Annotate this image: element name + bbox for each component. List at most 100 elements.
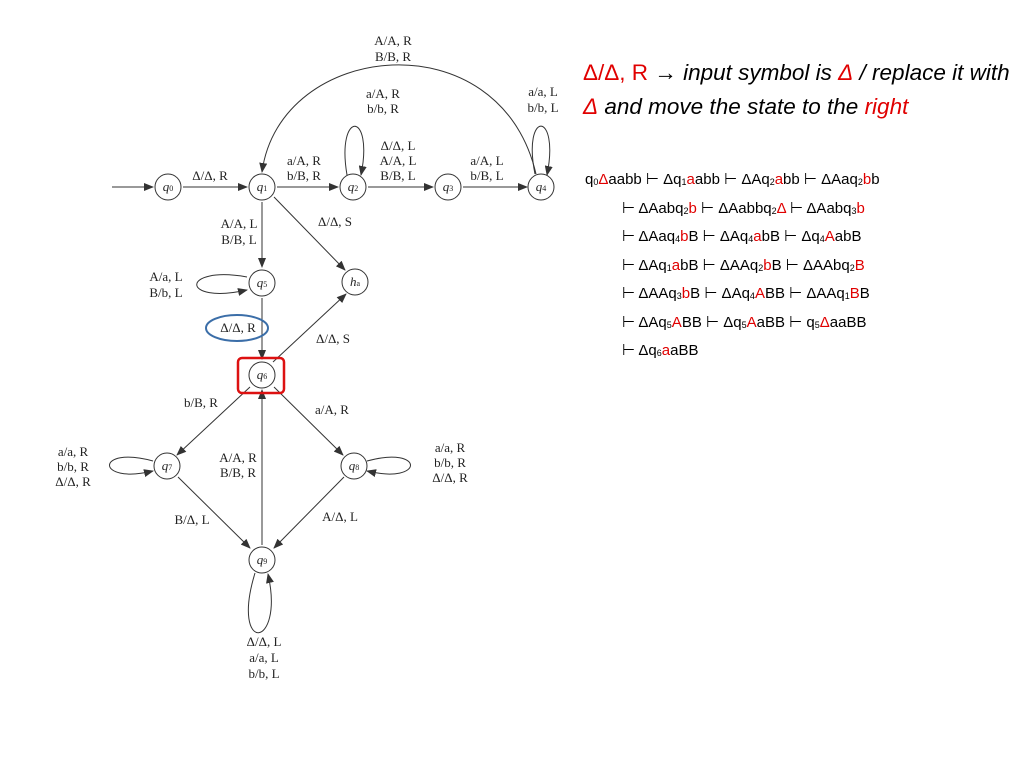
loop-q5	[196, 274, 248, 296]
label-q4-q1-2: B/B, R	[375, 49, 411, 64]
loop-q9	[247, 572, 274, 634]
state-subscript: 4	[748, 234, 754, 244]
head-symbol: b	[680, 228, 689, 245]
legend-explanation: Δ/Δ, R → input symbol is Δ / replace it …	[583, 56, 1013, 124]
highlight-ellipse	[205, 314, 269, 342]
head-symbol: a	[661, 342, 671, 359]
edge-q4-q1	[259, 64, 537, 175]
state-q4: q4	[527, 173, 555, 201]
svg-text:q7: q7	[162, 458, 173, 473]
label-q9-q6-2: B/B, R	[220, 465, 256, 480]
head-symbol: a	[686, 171, 695, 188]
trace-line: ⊢ Δq6aaBB	[585, 337, 880, 366]
label-q7-q9: B/Δ, L	[174, 512, 209, 527]
label-q5-self-1: A/a, L	[149, 269, 182, 284]
tape-text: ⊢ ΔAq	[622, 313, 667, 331]
tape-text: B	[859, 285, 870, 302]
head-symbol: a	[671, 256, 681, 274]
head-symbol: Δ	[819, 313, 830, 331]
state-subscript: 5	[666, 319, 672, 330]
label-q5-self-2: B/b, L	[149, 285, 182, 300]
turing-machine-diagram: q0 q1 q2 q3 q4 q5 ha q6 q7 q8 q9 Δ/Δ, R	[55, 33, 558, 681]
tape-text: q	[585, 171, 594, 188]
head-symbol: Δ	[776, 199, 786, 217]
trace-line: ⊢ ΔAq1abB ⊢ ΔAAq2bB ⊢ ΔAAbq2B	[585, 252, 880, 281]
svg-text:q3: q3	[443, 179, 454, 194]
edge-q6-ha	[272, 293, 347, 363]
label-q5-q6: Δ/Δ, R	[220, 320, 256, 335]
tape-text: B ⊢ ΔAq	[690, 285, 750, 302]
head-symbol: A	[824, 228, 835, 245]
legend-delta-1: Δ	[838, 60, 854, 85]
label-q8-self-3: Δ/Δ, R	[432, 470, 468, 485]
label-q7-self-2: b/b, R	[57, 459, 89, 474]
tape-text: ⊢ ΔAabq	[785, 199, 852, 217]
edge-q8-q9	[273, 476, 345, 549]
tape-text: b	[871, 171, 880, 188]
edge-q1-ha	[273, 196, 346, 271]
tape-text: bB ⊢ Δq	[761, 228, 820, 245]
head-symbol: B	[854, 256, 865, 274]
head-symbol: B	[849, 285, 860, 302]
label-q4-q1-1: A/A, R	[374, 33, 412, 48]
label-q1-q5-2: B/B, L	[221, 232, 256, 247]
computation-trace: q0Δaabb ⊢ Δq1aabb ⊢ ΔAq2abb ⊢ ΔAaq2bb⊢ Δ…	[585, 166, 880, 366]
tape-text: ⊢ ΔAq	[622, 256, 667, 274]
state-q7: q7	[153, 452, 181, 480]
tape-text: aBB	[670, 342, 699, 359]
tape-text: abB	[834, 228, 862, 245]
loop-q2	[344, 125, 367, 176]
state-q3: q3	[434, 173, 462, 201]
tape-text: B ⊢ ΔAq	[688, 228, 749, 245]
head-symbol: b	[681, 285, 691, 302]
trace-line: q0Δaabb ⊢ Δq1aabb ⊢ ΔAq2abb ⊢ ΔAaq2bb	[585, 166, 880, 195]
head-symbol: Δ	[598, 171, 609, 188]
svg-text:q2: q2	[348, 179, 359, 194]
label-q1-q5-1: A/A, L	[221, 216, 258, 231]
label-q2-q3-2: A/A, L	[380, 153, 417, 168]
label-q7-self-1: a/a, R	[58, 444, 89, 459]
svg-text:q9: q9	[257, 552, 268, 567]
svg-text:q0: q0	[163, 179, 174, 194]
state-subscript: 2	[857, 177, 863, 187]
state-subscript: 2	[849, 262, 855, 273]
label-q8-self-1: a/a, R	[435, 440, 466, 455]
svg-text:q8: q8	[349, 458, 360, 473]
label-q8-self-2: b/b, R	[434, 455, 466, 470]
svg-text:q6: q6	[257, 367, 268, 382]
state-subscript: 1	[844, 291, 850, 301]
label-q3-q4-2: b/B, L	[470, 168, 503, 183]
label-q2-self-1: a/A, R	[366, 86, 400, 101]
label-q0-q1: Δ/Δ, R	[192, 168, 228, 183]
state-subscript: 6	[656, 348, 662, 358]
legend-delta-2: Δ	[583, 94, 599, 119]
head-symbol: a	[774, 171, 784, 188]
label-q2-q3-1: Δ/Δ, L	[381, 138, 416, 153]
legend-direction: right	[864, 94, 909, 119]
label-q9-self-1: Δ/Δ, L	[247, 634, 282, 649]
state-q9: q9	[248, 546, 276, 574]
trace-line: ⊢ ΔAaq4bB ⊢ ΔAq4abB ⊢ Δq4AabB	[585, 223, 880, 252]
state-subscript: 0	[593, 177, 599, 187]
label-q8-q9: A/Δ, L	[322, 509, 358, 524]
label-q6-q8: a/A, R	[315, 402, 349, 417]
edge-q6-q8	[273, 386, 344, 456]
legend-text-2: / replace it with	[859, 60, 1010, 85]
state-subscript: 2	[769, 177, 775, 187]
state-subscript: 2	[758, 262, 764, 273]
label-q9-self-2: a/a, L	[249, 650, 279, 665]
svg-text:q1: q1	[257, 179, 268, 194]
head-symbol: A	[746, 313, 757, 331]
svg-text:q5: q5	[257, 275, 268, 290]
label-q6-ha: Δ/Δ, S	[316, 331, 350, 346]
label-q1-q2-2: b/B, R	[287, 168, 321, 183]
legend-text-3: and move the state to the	[604, 94, 859, 119]
tape-text: aBB ⊢ q	[756, 313, 815, 331]
head-symbol: A	[671, 313, 682, 331]
label-q1-ha: Δ/Δ, S	[318, 214, 352, 229]
loop-q4	[531, 125, 553, 176]
edge-q6-q7	[176, 386, 251, 456]
state-subscript: 5	[741, 319, 747, 330]
state-subscript: 4	[675, 234, 681, 244]
tape-text: BB ⊢ ΔAAq	[764, 285, 845, 302]
